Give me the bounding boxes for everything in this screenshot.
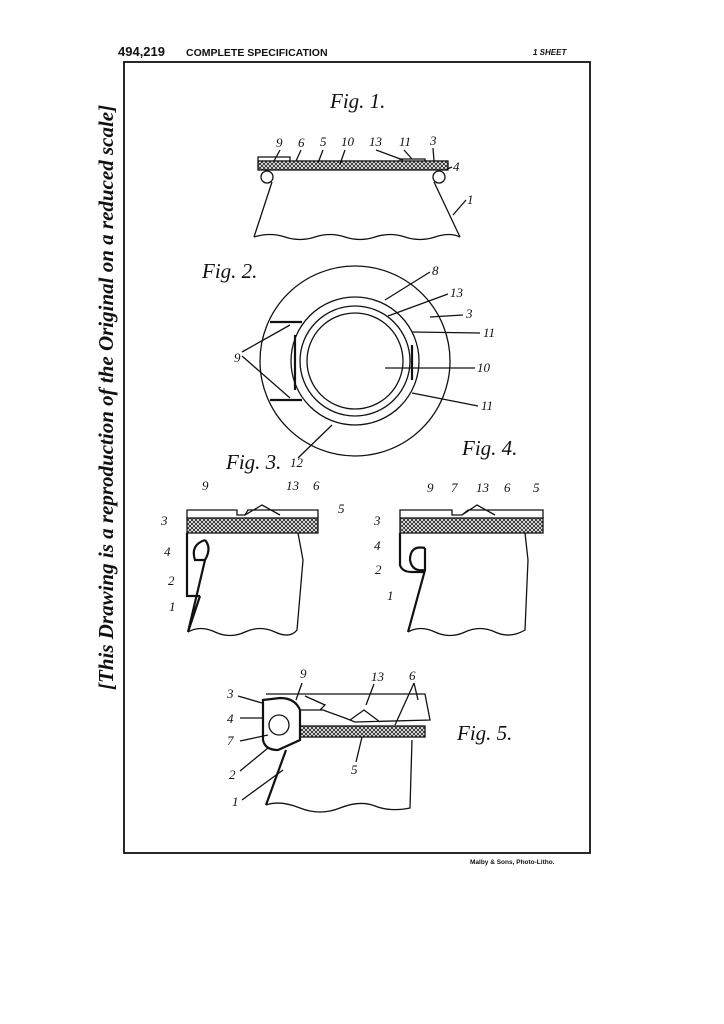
ref-label: 7 bbox=[451, 480, 458, 495]
ref-label: 8 bbox=[432, 263, 439, 278]
figure-title: Fig. 1. bbox=[329, 89, 385, 113]
ref-label: 3 bbox=[465, 306, 473, 321]
ref-label: 11 bbox=[399, 134, 411, 149]
ref-label: 11 bbox=[483, 325, 495, 340]
figure-title: Fig. 3. bbox=[225, 450, 281, 474]
ref-label: 9 bbox=[300, 666, 307, 681]
ref-label: 10 bbox=[341, 134, 355, 149]
ref-label: 5 bbox=[351, 762, 358, 777]
figure-5: Fig. 5. 3 9 13 6 4 7 2 5 1 bbox=[226, 666, 512, 813]
printer-credit: Malby & Sons, Photo-Litho. bbox=[470, 859, 555, 866]
ref-label: 6 bbox=[313, 478, 320, 493]
figure-title: Fig. 5. bbox=[456, 721, 512, 745]
figure-title: Fig. 4. bbox=[461, 436, 517, 460]
ref-label: 2 bbox=[375, 562, 382, 577]
ref-label: 4 bbox=[374, 538, 381, 553]
ref-label: 6 bbox=[504, 480, 511, 495]
figure-2: Fig. 2. 8 13 3 11 10 11 9 12 bbox=[201, 259, 495, 470]
ref-label: 6 bbox=[409, 668, 416, 683]
ref-label: 3 bbox=[160, 513, 168, 528]
figure-1: Fig. 1. 9 6 5 10 13 11 3 4 1 bbox=[253, 89, 474, 241]
spec-title: COMPLETE SPECIFICATION bbox=[186, 47, 328, 59]
ref-label: 12 bbox=[290, 455, 304, 470]
ref-label: 4 bbox=[227, 711, 234, 726]
figure-3: Fig. 3. 9 13 6 5 3 4 2 1 bbox=[160, 450, 345, 637]
ref-label: 9 bbox=[276, 135, 283, 150]
ref-label: 4 bbox=[453, 159, 460, 174]
ref-label: 9 bbox=[234, 350, 241, 365]
ref-label: 9 bbox=[202, 478, 209, 493]
figure-title: Fig. 2. bbox=[201, 259, 257, 283]
ref-label: 13 bbox=[450, 285, 464, 300]
ref-label: 3 bbox=[226, 686, 234, 701]
ref-label: 2 bbox=[168, 573, 175, 588]
ref-label: 13 bbox=[371, 669, 385, 684]
ref-label: 9 bbox=[427, 480, 434, 495]
drawing-border bbox=[123, 61, 591, 854]
figure-4: Fig. 4. 9 7 13 6 5 3 4 2 1 bbox=[373, 436, 544, 637]
ref-label: 13 bbox=[476, 480, 490, 495]
ref-label: 5 bbox=[338, 501, 345, 516]
ref-label: 1 bbox=[387, 588, 394, 603]
ref-label: 1 bbox=[467, 192, 474, 207]
ref-label: 10 bbox=[477, 360, 491, 375]
ref-label: 3 bbox=[429, 133, 437, 148]
sheet-count: 1 SHEET bbox=[533, 48, 567, 57]
ref-label: 2 bbox=[229, 767, 236, 782]
ref-label: 5 bbox=[533, 480, 540, 495]
ref-label: 6 bbox=[298, 135, 305, 150]
ref-label: 13 bbox=[369, 134, 383, 149]
ref-label: 3 bbox=[373, 513, 381, 528]
ref-label: 7 bbox=[227, 733, 234, 748]
ref-label: 5 bbox=[320, 134, 327, 149]
patent-number: 494,219 bbox=[118, 44, 165, 59]
ref-label: 11 bbox=[481, 398, 493, 413]
ref-label: 1 bbox=[169, 599, 176, 614]
ref-label: 1 bbox=[232, 794, 239, 809]
ref-label: 4 bbox=[164, 544, 171, 559]
ref-label: 13 bbox=[286, 478, 300, 493]
side-note: [This Drawing is a reproduction of the O… bbox=[94, 105, 118, 690]
